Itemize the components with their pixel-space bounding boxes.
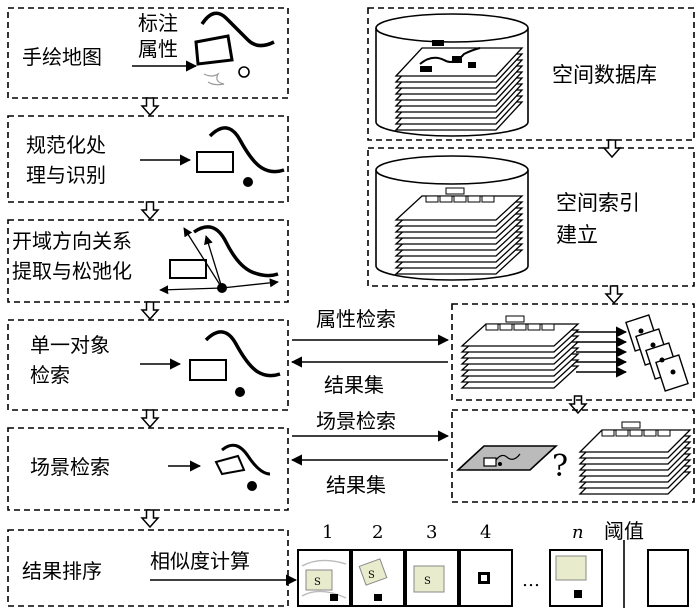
step-normalize-box: 规范化处 理与识别 xyxy=(7,115,289,203)
ellipsis: … xyxy=(522,570,540,591)
scene-search-box: ? xyxy=(451,409,695,503)
step-single-label-1: 单一对象 xyxy=(30,333,110,357)
attr-layer-stack xyxy=(460,315,580,389)
svg-text:S: S xyxy=(314,577,321,588)
normalized-point-icon xyxy=(243,177,253,187)
result-number-4: 4 xyxy=(480,522,491,543)
scene-road-icon xyxy=(221,443,271,476)
result-set-arrow-1: 结果集 xyxy=(290,356,448,397)
database-box: 空间数据库 xyxy=(367,7,695,141)
index-layer-stack xyxy=(394,187,524,275)
flow-arrow-2 xyxy=(140,201,160,221)
step-sketch-box: 手绘地图 标注 属性 xyxy=(7,7,289,99)
step-single-label-2: 检索 xyxy=(30,363,70,387)
step-sketch-label: 手绘地图 xyxy=(22,45,102,69)
result-set-label-1: 结果集 xyxy=(324,373,384,397)
step-normalize-label-2: 理与识别 xyxy=(26,163,106,187)
result-number-3: 3 xyxy=(426,522,437,543)
scene-plane-icon xyxy=(455,445,559,471)
annotate-label-2: 属性 xyxy=(138,37,178,61)
result-cards-icon xyxy=(625,314,689,392)
flow-arrows-left xyxy=(140,97,160,529)
result-number-1: 1 xyxy=(322,522,333,543)
step-relation-label-1: 开域方向关系 xyxy=(12,229,132,253)
sketch-scribble-icon xyxy=(203,72,225,86)
scene-building-icon xyxy=(214,454,246,476)
single-point-icon xyxy=(235,387,245,397)
question-mark: ? xyxy=(552,449,568,484)
flow-arrows-right xyxy=(568,139,624,415)
index-label-2: 建立 xyxy=(556,223,598,247)
step-rank-label: 结果排序 xyxy=(22,559,102,583)
step-rank-box: 结果排序 相似度计算 xyxy=(7,529,298,607)
database-layer-stack xyxy=(394,40,524,131)
thumb-2: S xyxy=(351,549,405,607)
flow-arrow-index-attr xyxy=(604,285,624,305)
single-building-icon xyxy=(189,359,227,381)
scene-search-label: 场景检索 xyxy=(316,409,396,433)
flow-arrow-4 xyxy=(140,409,160,429)
scene-point-icon xyxy=(247,481,257,491)
step-scene-box: 场景检索 xyxy=(7,427,289,511)
result-set-arrow-2: 结果集 xyxy=(290,454,448,497)
step-scene-label: 场景检索 xyxy=(30,455,110,479)
flow-arrow-db-index xyxy=(602,139,622,159)
threshold-label: 阈值 xyxy=(604,519,644,543)
scene-layer-stack xyxy=(578,421,692,495)
sketch-building-icon xyxy=(194,34,234,66)
single-road-icon xyxy=(204,330,281,378)
normalized-building-icon xyxy=(196,151,234,173)
thumb-3: S xyxy=(405,549,459,607)
database-label: 空间数据库 xyxy=(552,63,657,87)
normalized-road-icon xyxy=(208,126,285,174)
step-single-box: 单一对象 检索 xyxy=(7,319,289,411)
similarity-label: 相似度计算 xyxy=(150,549,250,573)
attr-search-label: 属性检索 xyxy=(316,307,396,331)
threshold-box xyxy=(647,549,689,607)
sketch-circle-icon xyxy=(238,66,250,78)
result-number-2: 2 xyxy=(372,522,383,543)
attr-search-arrow: 属性检索 xyxy=(292,307,450,346)
index-box: 空间索引 建立 xyxy=(367,147,695,287)
sketch-road-icon xyxy=(200,11,275,48)
thumb-n xyxy=(549,549,603,607)
svg-text:S: S xyxy=(424,576,431,587)
index-label-1: 空间索引 xyxy=(556,191,640,215)
step-normalize-label-1: 规范化处 xyxy=(26,133,106,157)
flow-arrow-3 xyxy=(140,301,160,321)
result-number-n: n xyxy=(572,522,584,543)
thumb-1: S xyxy=(297,549,351,607)
flow-arrow-attr-scene xyxy=(568,395,588,415)
ranked-results: 1 2 3 4 n S S S … xyxy=(297,519,689,608)
flow-arrow-1 xyxy=(140,97,160,117)
step-relation-box: 开域方向关系 提取与松弛化 xyxy=(7,219,289,303)
attr-search-box xyxy=(451,303,695,401)
scene-search-arrow: 场景检索 xyxy=(292,409,450,442)
result-set-label-2: 结果集 xyxy=(326,473,386,497)
step-relation-label-2: 提取与松弛化 xyxy=(12,259,132,283)
relation-building-icon xyxy=(169,259,207,279)
svg-text:S: S xyxy=(368,570,375,581)
relation-road-icon xyxy=(192,225,279,278)
thumb-4 xyxy=(459,549,513,607)
annotate-label-1: 标注 xyxy=(138,11,178,35)
flow-arrow-5 xyxy=(140,509,160,529)
